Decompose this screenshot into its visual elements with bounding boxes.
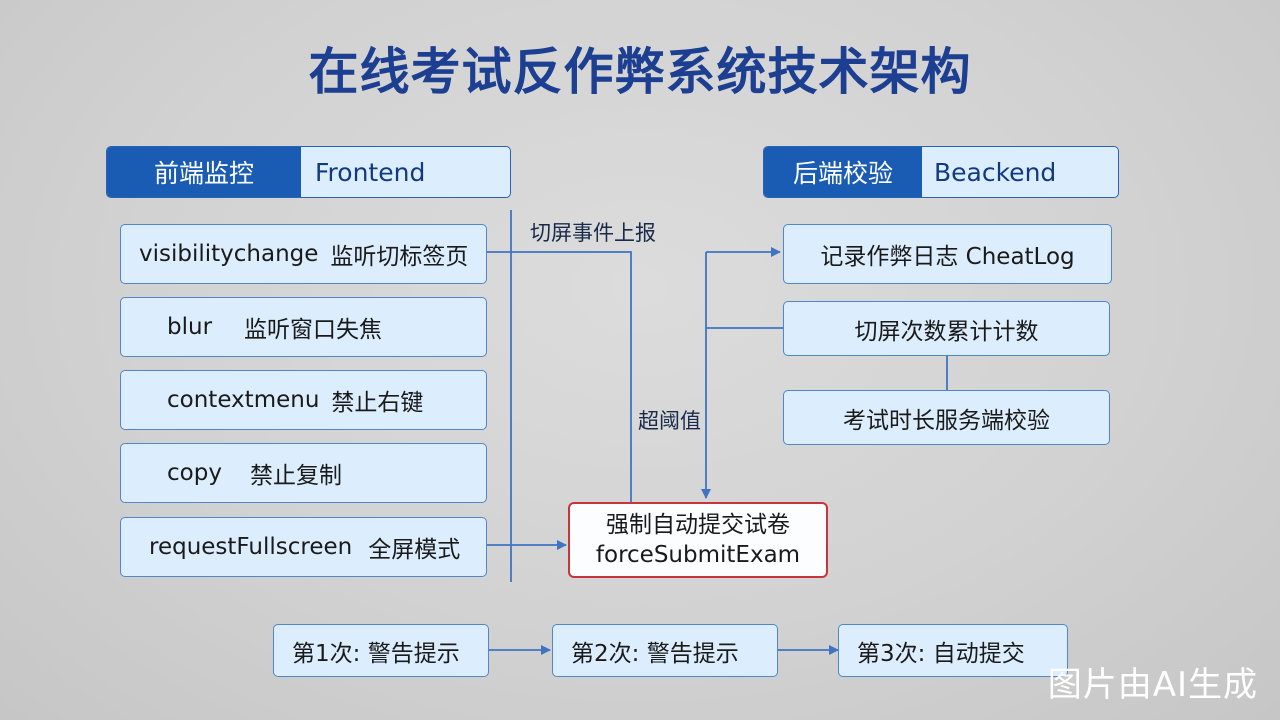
backend-header-cn: 后端校验 <box>764 147 922 197</box>
step-label: 第2次: 警告提示 <box>571 640 739 667</box>
frontend-item-visibilitychange: visibilitychange 监听切标签页 <box>120 224 487 284</box>
frontend-item-contextmenu: contextmenu 禁止右键 <box>120 370 487 430</box>
step-second-warning: 第2次: 警告提示 <box>552 624 778 677</box>
backend-item-label: 记录作弊日志 CheatLog <box>820 244 1075 270</box>
frontend-item-api: blur <box>167 314 213 340</box>
frontend-item-desc: 全屏模式 <box>368 537 461 563</box>
frontend-item-desc: 监听窗口失焦 <box>244 317 383 343</box>
frontend-item-api: visibilitychange <box>139 241 319 267</box>
frontend-item-desc: 监听切标签页 <box>330 244 469 270</box>
force-submit-box: 强制自动提交试卷 forceSubmitExam <box>568 502 828 578</box>
frontend-item-requestfullscreen: requestFullscreen 全屏模式 <box>120 517 487 577</box>
step-label: 第3次: 自动提交 <box>857 640 1025 667</box>
backend-item-cheatlog: 记录作弊日志 CheatLog <box>783 224 1112 284</box>
report-line <box>487 251 632 502</box>
report-label: 切屏事件上报 <box>530 221 656 245</box>
backend-header-en: Beackend <box>934 157 1057 187</box>
page-title: 在线考试反作弊系统技术架构 <box>308 43 972 101</box>
force-submit-function: forceSubmitExam <box>595 542 801 568</box>
frontend-item-desc: 禁止右键 <box>331 390 424 416</box>
frontend-item-blur: blur 监听窗口失焦 <box>120 297 487 357</box>
frontend-header-cn: 前端监控 <box>107 147 301 197</box>
backend-item-switch-count: 切屏次数累计计数 <box>783 301 1110 356</box>
frontend-item-api: requestFullscreen <box>149 534 353 560</box>
step-label: 第1次: 警告提示 <box>292 640 460 667</box>
frontend-item-desc: 禁止复制 <box>249 463 342 489</box>
frontend-item-api: copy <box>167 460 222 486</box>
backend-item-label: 切屏次数累计计数 <box>854 318 1039 345</box>
step-first-warning: 第1次: 警告提示 <box>273 624 489 677</box>
ai-generated-watermark: 图片由AI生成 <box>1047 665 1258 705</box>
backend-item-label: 考试时长服务端校验 <box>843 407 1050 434</box>
threshold-label: 超阈值 <box>638 409 701 433</box>
frontend-item-api: contextmenu <box>167 387 320 413</box>
force-submit-title: 强制自动提交试卷 <box>606 512 790 538</box>
backend-header: 后端校验 Beackend <box>763 146 1119 198</box>
backend-item-duration-check: 考试时长服务端校验 <box>783 390 1110 445</box>
step-auto-submit: 第3次: 自动提交 <box>838 624 1068 677</box>
frontend-header-en: Frontend <box>315 157 426 187</box>
frontend-item-copy: copy 禁止复制 <box>120 443 487 503</box>
frontend-header: 前端监控 Frontend <box>106 146 511 198</box>
